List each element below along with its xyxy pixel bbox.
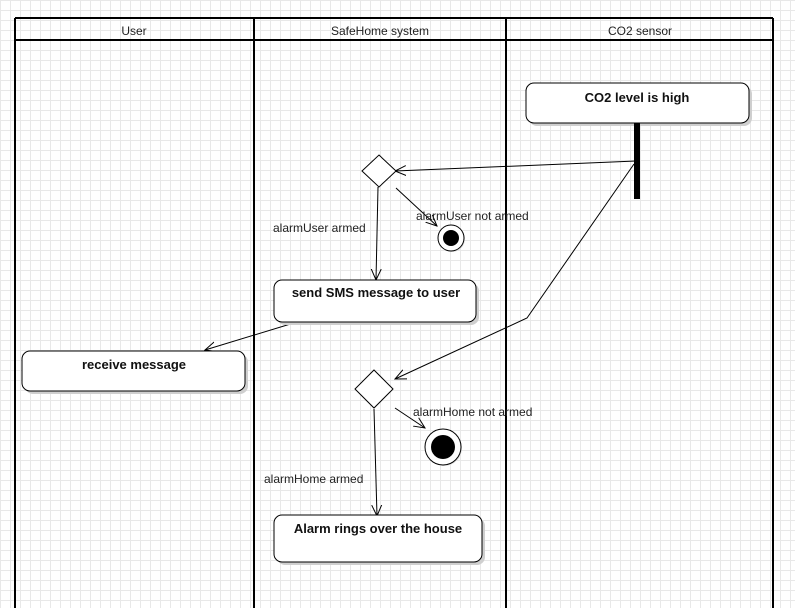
edge-fork-to-user-decision [395, 160, 638, 171]
final-node-alarm-user-not-armed[interactable] [437, 224, 465, 252]
lane-title-user[interactable]: User [121, 24, 146, 38]
edge-fork-to-home-decision [395, 163, 635, 379]
action-receive-message[interactable]: receive message [21, 350, 248, 394]
action-label: Alarm rings over the house [294, 521, 462, 536]
guard-label-alarm-user-armed: alarmUser armed [273, 221, 366, 235]
swimlane-frame [14, 17, 774, 608]
decision-alarm-home[interactable] [354, 369, 394, 409]
edge-user-decision-to-final [395, 187, 437, 226]
decision-alarm-user[interactable] [361, 154, 397, 188]
edge-user-decision-to-sms [376, 186, 378, 280]
edge-home-decision-to-final [394, 407, 425, 428]
action-label: send SMS message to user [292, 285, 460, 300]
action-label: CO2 level is high [585, 90, 690, 105]
action-send-sms[interactable]: send SMS message to user [273, 279, 479, 325]
guard-label-alarm-home-not-armed: alarmHome not armed [413, 405, 532, 419]
fork-bar[interactable] [634, 123, 640, 199]
action-label: receive message [82, 357, 186, 372]
final-node-alarm-home-not-armed[interactable] [424, 428, 462, 466]
lane-title-co2-sensor[interactable]: CO2 sensor [608, 24, 672, 38]
edges [205, 160, 638, 516]
guard-label-alarm-user-not-armed: alarmUser not armed [416, 209, 529, 223]
edge-sms-to-receive [205, 321, 298, 350]
edge-home-decision-to-alarm [374, 408, 377, 516]
action-co2-level-high[interactable]: CO2 level is high [525, 82, 752, 126]
action-alarm-rings[interactable]: Alarm rings over the house [273, 514, 485, 565]
guard-label-alarm-home-armed: alarmHome armed [264, 472, 363, 486]
lane-title-safehome-system[interactable]: SafeHome system [331, 24, 429, 38]
